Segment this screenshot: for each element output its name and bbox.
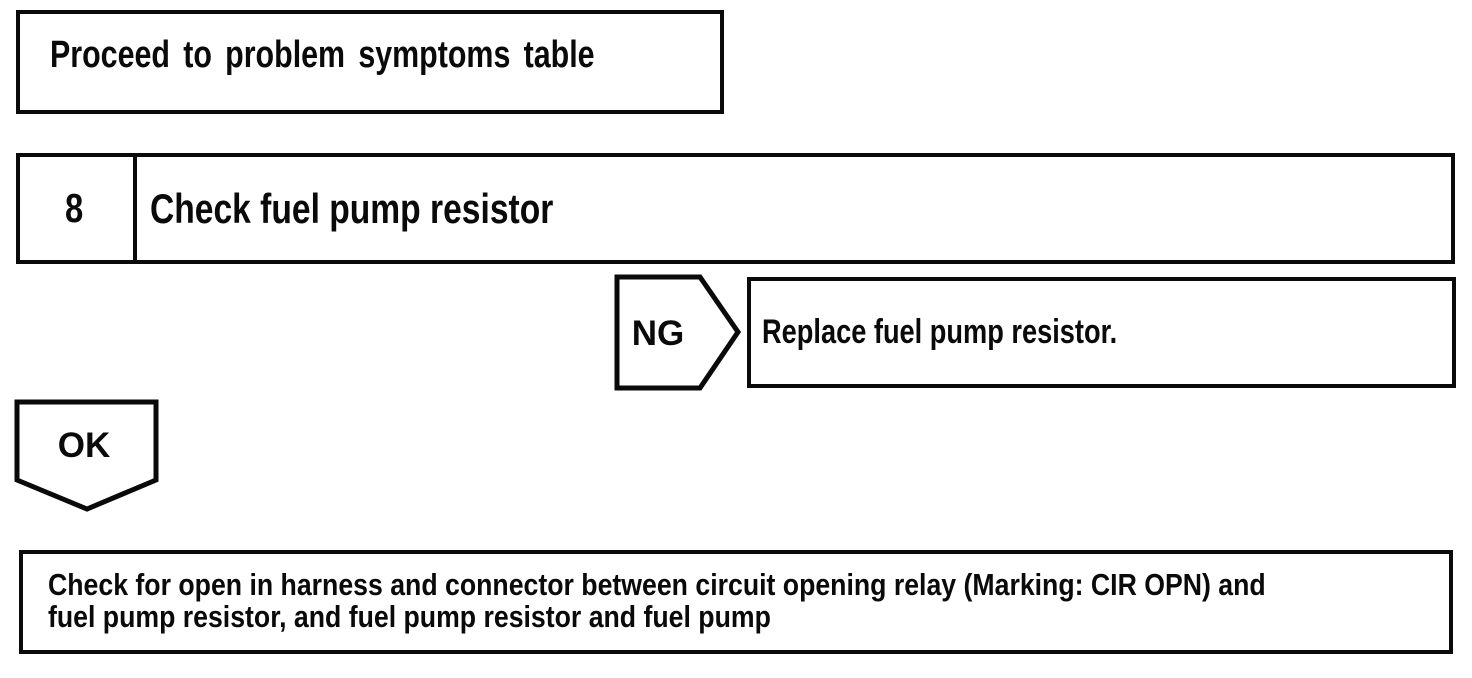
result-line: fuel pump resistor, and fuel pump resist… xyxy=(48,601,1437,633)
step-title-label: Check fuel pump resistor xyxy=(150,184,554,232)
ok-label: OK xyxy=(58,426,111,465)
result-box: Check for open in harness and connector … xyxy=(19,550,1453,654)
ng-arrow-outline xyxy=(614,274,742,391)
step-number: 8 xyxy=(20,157,137,260)
step-number-label: 8 xyxy=(65,185,84,231)
ng-label: NG xyxy=(632,314,685,353)
ng-action-box: Replace fuel pump resistor. xyxy=(747,277,1456,388)
step-box: 8 Check fuel pump resistor xyxy=(16,153,1455,264)
ng-action-label: Replace fuel pump resistor. xyxy=(762,313,1118,351)
result-line: Check for open in harness and connector … xyxy=(48,569,1437,601)
proceed-box-label: Proceed to problem symptoms table xyxy=(50,34,595,76)
step-title: Check fuel pump resistor xyxy=(137,157,654,260)
ok-arrow-outline xyxy=(14,399,159,512)
result-line-1: Check for open in harness and connector … xyxy=(48,567,1266,602)
ng-arrow-shape: NG xyxy=(614,274,742,391)
result-line-2: fuel pump resistor, and fuel pump resist… xyxy=(48,599,771,634)
proceed-box: Proceed to problem symptoms table xyxy=(16,10,724,114)
ok-arrow-shape: OK xyxy=(14,399,159,512)
